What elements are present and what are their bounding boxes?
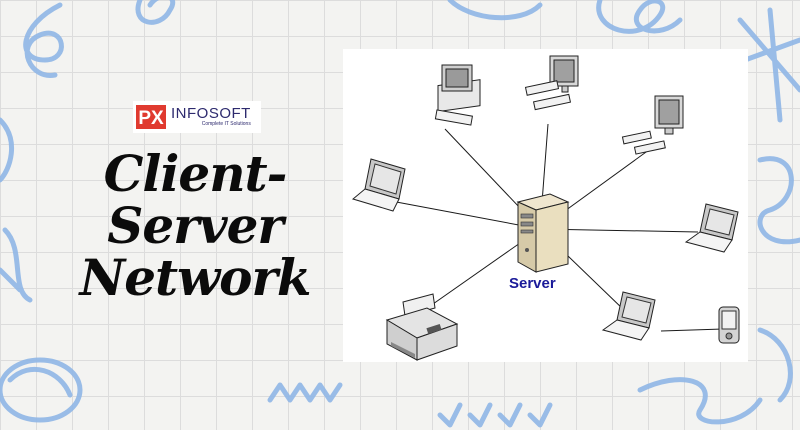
printer-icon: [385, 293, 459, 361]
title-line-2: Server: [107, 196, 283, 255]
title-line-1: Client-: [103, 144, 288, 203]
desktop-computer-icon: [524, 55, 579, 111]
pda-icon: [718, 306, 740, 344]
laptop-icon: [601, 291, 656, 341]
svg-text:PX: PX: [138, 108, 164, 129]
desktop-computer-icon: [621, 95, 684, 155]
laptop-icon: [684, 203, 739, 253]
title-line-3: Network: [79, 248, 312, 307]
link-laptop-left: [390, 200, 541, 230]
server-icon: [516, 193, 570, 273]
laptop-icon: [351, 158, 406, 212]
network-diagram-svg: [351, 55, 740, 361]
page-title: Client- Server Network: [50, 148, 340, 304]
desktop-computer-icon: [434, 64, 481, 126]
brand-logo: PX INFOSOFT Complete IT Solutions: [133, 101, 261, 133]
logo-tagline: Complete IT Solutions: [201, 121, 251, 127]
logo-brand-text: INFOSOFT: [171, 105, 251, 122]
server-label: Server: [509, 275, 556, 292]
network-diagram: Server: [343, 49, 748, 362]
link-pda: [660, 328, 724, 332]
px-logo-icon: PX: [136, 105, 166, 129]
